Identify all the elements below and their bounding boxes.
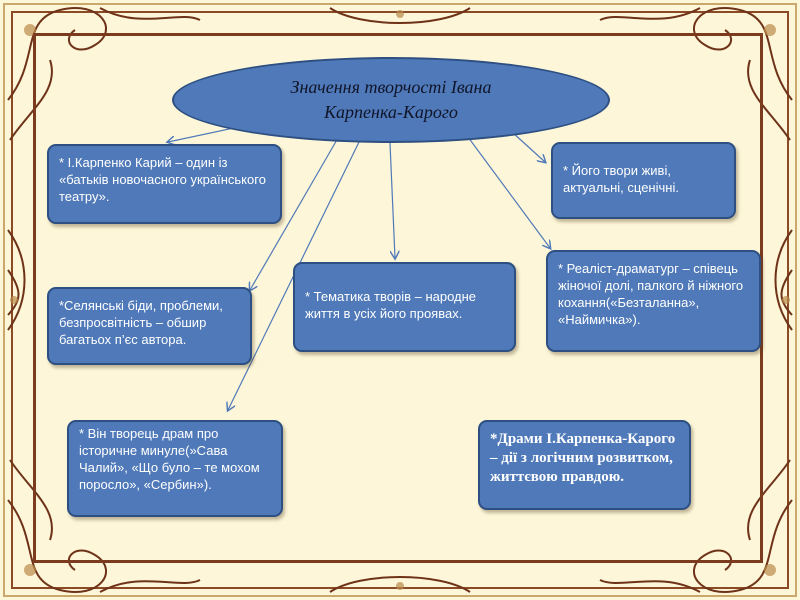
arrow-to-peasant — [250, 137, 339, 290]
arrow-to-themes — [389, 142, 395, 258]
box-fathers: * І.Карпенко Карий – один із «батьків но… — [47, 144, 282, 224]
inner-border — [33, 33, 763, 563]
arrow-to-alive — [511, 131, 545, 162]
title-ellipse: Значення творчості Івана Карпенка-Карого — [172, 57, 610, 143]
box-realist: * Реаліст-драматург – співець жіночої до… — [546, 250, 761, 352]
arrow-to-realist — [467, 136, 550, 248]
box-peasant: *Селянські біди, проблеми, безпросвітніс… — [47, 287, 252, 365]
box-dramas: *Драми І.Карпенка-Карого – дії з логічни… — [478, 420, 691, 510]
diagram-title: Значення творчості Івана Карпенка-Карого — [290, 77, 492, 122]
box-themes: * Тематика творів – народне життя в усіх… — [293, 262, 516, 352]
box-historic: * Він творець драм про історичне минуле(… — [67, 420, 283, 517]
box-alive: * Його твори живі, актуальні, сценічні. — [551, 142, 736, 219]
